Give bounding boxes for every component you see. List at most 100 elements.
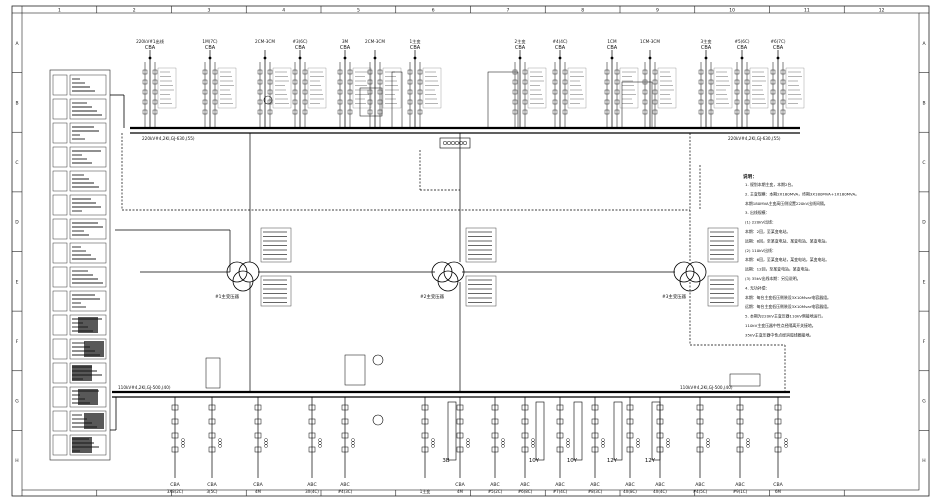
bay-ref-label: CBA xyxy=(737,45,748,51)
bus-tie-coil xyxy=(458,140,464,146)
equipment-box xyxy=(344,354,366,386)
bay-name-label: #4(4C) xyxy=(552,39,567,44)
switch-symbol xyxy=(171,418,179,425)
switch-symbol xyxy=(552,69,558,75)
legend-frame xyxy=(49,69,111,461)
switch-symbol xyxy=(337,69,343,75)
legend-cell xyxy=(69,194,107,216)
transformer: #1主变压器 xyxy=(215,227,292,307)
lower-busbar-label: 110kV#4,2KI,GJ-500,(40) xyxy=(118,385,171,390)
note-line: (1) 220kV出线： xyxy=(745,220,776,225)
bay-name-label: #9(1C) xyxy=(733,489,748,494)
switch-symbol xyxy=(367,69,373,75)
switch-symbol xyxy=(774,404,782,411)
switch-symbol xyxy=(202,109,208,115)
switch-symbol xyxy=(591,404,599,411)
switch-symbol xyxy=(562,69,568,75)
switch-symbol xyxy=(734,69,740,75)
switch-symbol xyxy=(652,89,658,95)
ct-coil xyxy=(706,444,710,448)
bay-name-label: 1主变 xyxy=(409,38,420,45)
switch-symbol xyxy=(254,432,262,439)
switch-symbol xyxy=(744,109,750,115)
note-line: 本期：6回，至某变电站，某变电站，某变电站。 xyxy=(745,257,829,262)
bay-name-label: 4M xyxy=(457,489,464,494)
lower-bay: ABC#5(2C) xyxy=(488,397,505,494)
ct-coil xyxy=(666,444,670,448)
upper-bay: CBA#6(7C) xyxy=(770,39,805,128)
bay-spec-box xyxy=(619,67,639,109)
interconnections xyxy=(115,71,786,426)
bay-ref-label: ABC xyxy=(735,482,744,488)
row-label-right: G xyxy=(922,399,926,405)
col-label-top: 11 xyxy=(804,8,810,14)
switch-symbol xyxy=(562,89,568,95)
switch-symbol xyxy=(142,109,148,115)
switch-symbol xyxy=(552,89,558,95)
bay-name-label: 4X(4C) xyxy=(653,489,667,494)
switch-symbol xyxy=(562,79,568,85)
switch-symbol xyxy=(337,89,343,95)
legend-cell xyxy=(52,146,68,168)
switch-symbol xyxy=(202,79,208,85)
upper-bay: 2CM-3CM xyxy=(255,39,292,128)
legend-cell xyxy=(52,410,68,432)
switch-symbol xyxy=(407,89,413,95)
switch-symbol xyxy=(736,404,744,411)
switch-symbol xyxy=(456,404,464,411)
switch-symbol xyxy=(552,79,558,85)
switch-symbol xyxy=(734,79,740,85)
upper-bay: CBA#3(6C) xyxy=(292,39,327,128)
row-label-right: A xyxy=(922,41,926,47)
switch-symbol xyxy=(142,69,148,75)
bay-name-label: 2CM-3CM xyxy=(255,39,275,44)
bay-ref-label: CBA xyxy=(170,482,180,488)
feeder-code: 12Y xyxy=(645,458,656,464)
switch-symbol xyxy=(614,69,620,75)
terminal-dot xyxy=(373,56,377,60)
notes-title: 说明： xyxy=(743,173,757,180)
lower-bay: ABC#9(1C) xyxy=(733,397,750,494)
lower-busbar-group: 110kV#4,2KI,GJ-500,(40) 110kV#4,2KI,GJ-5… xyxy=(112,385,790,398)
switch-symbol xyxy=(308,404,316,411)
switch-symbol xyxy=(421,446,429,453)
legend-cell xyxy=(69,98,107,120)
switch-symbol xyxy=(421,432,429,439)
terminal-dot xyxy=(343,56,347,60)
bay-spec-box xyxy=(272,67,292,109)
switch-symbol xyxy=(626,432,634,439)
transformer-label: #1主变压器 xyxy=(215,293,240,300)
bay-ref-label: CBA xyxy=(773,482,783,488)
switch-symbol xyxy=(212,69,218,75)
legend-cell xyxy=(69,386,107,408)
row-label-right: C xyxy=(922,160,925,166)
bay-ref-label: CBA xyxy=(295,45,306,51)
switch-symbol xyxy=(347,99,353,105)
switch-symbol xyxy=(556,446,564,453)
switch-symbol xyxy=(377,69,383,75)
switch-symbol xyxy=(770,89,776,95)
row-label-right: B xyxy=(922,100,925,106)
row-label-right: H xyxy=(922,458,925,464)
switch-symbol xyxy=(142,89,148,95)
upper-bay: CBA#4(4C) xyxy=(552,39,587,128)
switch-symbol xyxy=(652,99,658,105)
transformer-winding xyxy=(437,270,459,292)
switch-symbol xyxy=(698,79,704,85)
switch-symbol xyxy=(562,99,568,105)
terminal-dot xyxy=(648,56,652,60)
legend-cell xyxy=(52,98,68,120)
switch-symbol xyxy=(698,89,704,95)
lower-bay: ABC#8(3C) xyxy=(588,397,605,494)
col-label-top: 1 xyxy=(58,8,61,14)
transformer-spec-box xyxy=(260,275,292,307)
note-line: 本期：2回，至某变电站。 xyxy=(745,229,790,234)
bay-ref-label: CBA xyxy=(773,45,784,51)
ct-coil xyxy=(601,444,605,448)
